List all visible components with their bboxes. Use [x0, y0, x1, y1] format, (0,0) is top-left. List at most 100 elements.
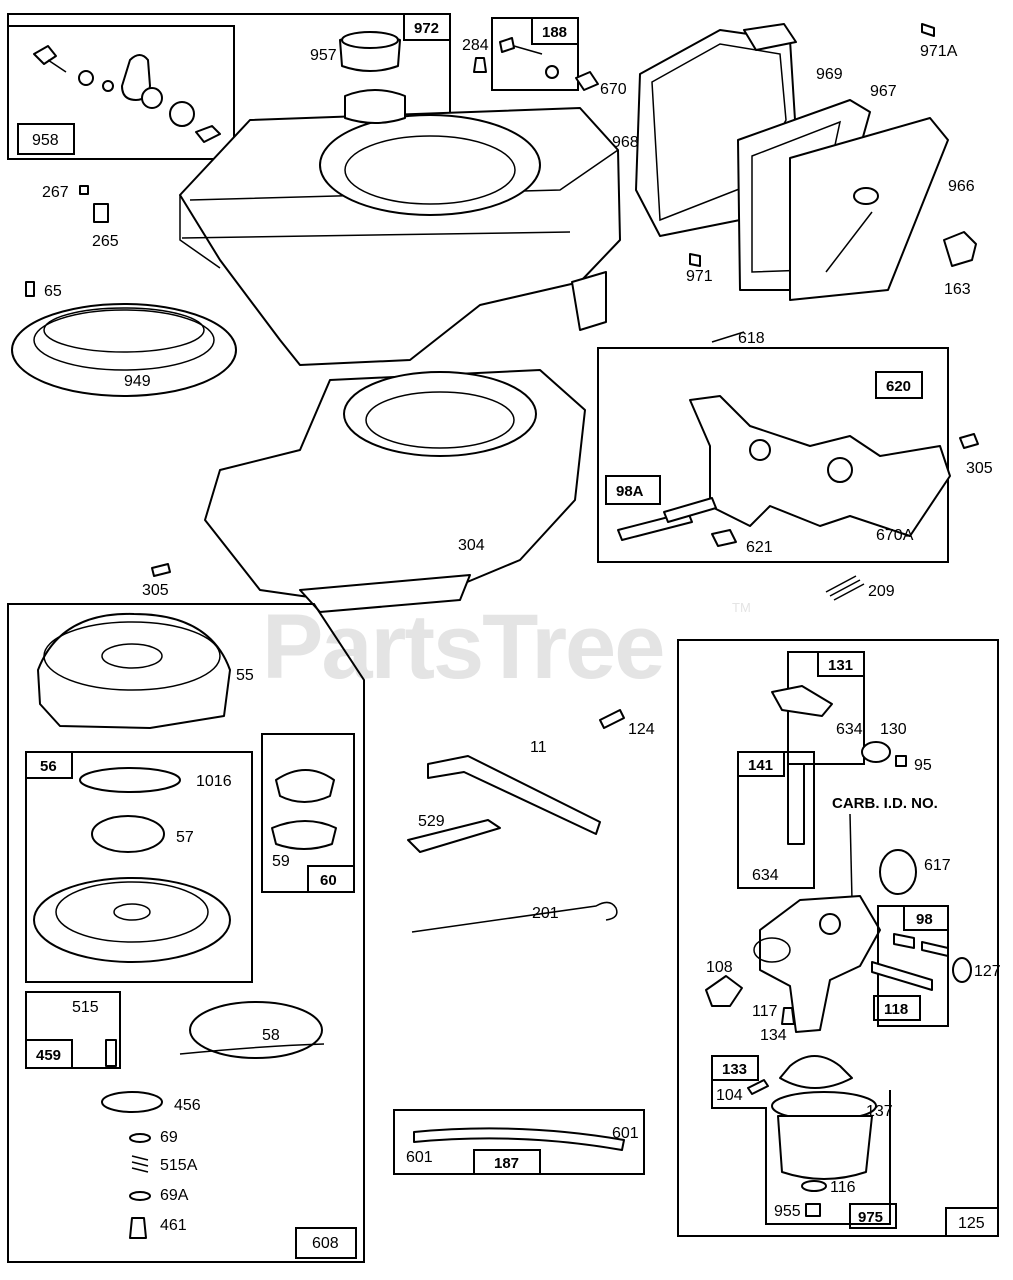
callout-59: 59: [272, 853, 290, 870]
choke-shaft-icon: [787, 763, 805, 845]
callout-601-right: 601: [612, 1125, 639, 1142]
group-56-frame: [25, 751, 253, 983]
callout-55: 55: [236, 667, 254, 684]
callout-108: 108: [706, 959, 733, 976]
group-98A-tag: [605, 475, 661, 505]
callout-130: 130: [880, 721, 907, 738]
callout-201: 201: [532, 905, 559, 922]
screw-971A-icon: [921, 23, 935, 37]
fuel-bowl-icon: [771, 1055, 877, 1180]
screw-971-icon: [689, 253, 701, 267]
callout-634-bottom: 634: [752, 867, 779, 884]
watermark-text: PartsTree: [262, 596, 663, 698]
group-187-tag: [473, 1149, 541, 1175]
callout-529: 529: [418, 813, 445, 830]
callout-949: 949: [124, 373, 151, 390]
group-188-label: 188: [542, 24, 567, 41]
callout-104: 104: [716, 1087, 743, 1104]
callout-124: 124: [628, 721, 655, 738]
bolt-284-icon: [473, 57, 487, 73]
fuel-line-icon: [413, 1127, 625, 1151]
callout-515A: 515A: [160, 1157, 198, 1174]
pin-134-icon: [781, 1007, 795, 1025]
throttle-control-parts-icon: [33, 45, 221, 143]
callout-127: 127: [974, 963, 1001, 980]
group-98-tag: [903, 905, 949, 931]
blower-housing-icon: [204, 369, 586, 613]
callout-456: 456: [174, 1097, 201, 1114]
group-459-label: 459: [36, 1047, 61, 1064]
clip-621-icon: [711, 529, 737, 547]
callout-69A: 69A: [160, 1187, 189, 1204]
group-972-label: 972: [414, 20, 439, 37]
o-ring-127-icon: [952, 957, 972, 983]
callout-966: 966: [948, 178, 975, 195]
insert-59-icon: [271, 820, 337, 850]
group-975-tag: [849, 1203, 897, 1229]
callout-267: 267: [42, 184, 69, 201]
callout-968: 968: [612, 134, 639, 151]
air-cleaner-cover-icon: [789, 117, 949, 301]
group-958-label: 958: [32, 132, 59, 149]
callout-515: 515: [72, 999, 99, 1016]
screw-305b-icon: [959, 433, 979, 449]
fuel-cap-icon: [339, 31, 401, 72]
callout-117: 117: [752, 1003, 778, 1020]
callout-955: 955: [774, 1203, 801, 1220]
screw-124-icon: [599, 709, 625, 729]
group-608-tag: [295, 1227, 357, 1259]
callout-967: 967: [870, 83, 897, 100]
link-201-icon: [411, 901, 618, 933]
group-608-frame: [7, 603, 365, 1263]
handle-icon: [275, 769, 335, 803]
group-118-label: 118: [884, 1001, 908, 1018]
group-459-tag: [25, 1039, 73, 1069]
spring-209-icon: [825, 575, 865, 601]
group-620-frame: [597, 347, 949, 563]
needle-118-icon: [871, 961, 933, 991]
callout-305-right: 305: [966, 460, 993, 477]
callout-634-top: 634: [836, 721, 863, 738]
group-133-label: 133: [722, 1061, 747, 1078]
pin-461-icon: [129, 1217, 147, 1239]
group-141-label: 141: [748, 757, 773, 774]
callout-11: 11: [530, 739, 547, 756]
group-118-tag: [873, 995, 921, 1021]
spring-515A-icon: [131, 1155, 149, 1173]
group-958-frame: [7, 25, 235, 160]
spring-104-icon: [747, 1079, 769, 1095]
group-125-tag: [945, 1207, 999, 1237]
group-56-tag: [25, 751, 73, 779]
group-125-label: 125: [958, 1215, 985, 1232]
callout-284: 284: [462, 37, 489, 54]
group-98A-label: 98A: [616, 483, 644, 500]
rotating-screen-icon: [11, 303, 237, 397]
carb-id-arrow: [849, 813, 853, 901]
group-60-label: 60: [320, 872, 337, 889]
callout-95: 95: [914, 757, 932, 774]
callout-971: 971: [686, 268, 713, 285]
group-131-label: 131: [828, 657, 853, 674]
callout-621: 621: [746, 539, 773, 556]
washer-116-icon: [801, 1180, 827, 1192]
spring-57-icon: [91, 815, 165, 853]
gasket-163-icon: [943, 231, 977, 267]
callout-134: 134: [760, 1027, 787, 1044]
pulley-icon: [33, 877, 231, 963]
callout-163: 163: [944, 281, 971, 298]
group-98-label: 98: [916, 911, 933, 928]
group-975-frame: [711, 1056, 891, 1225]
group-958-tag: [17, 123, 75, 155]
pin-515-icon: [105, 1039, 117, 1067]
fuel-tank-icon: [179, 89, 621, 366]
callout-617: 617: [924, 857, 951, 874]
group-187-label: 187: [494, 1155, 519, 1172]
callout-65: 65: [44, 283, 62, 300]
screw-95-icon: [895, 755, 907, 767]
callout-670A: 670A: [876, 527, 914, 544]
screw-305a-icon: [151, 563, 171, 577]
group-975-label: 975: [858, 1209, 883, 1226]
group-620-label: 620: [886, 378, 911, 395]
carburetor-icon: [753, 895, 881, 1033]
watermark-trademark: TM: [732, 600, 751, 615]
